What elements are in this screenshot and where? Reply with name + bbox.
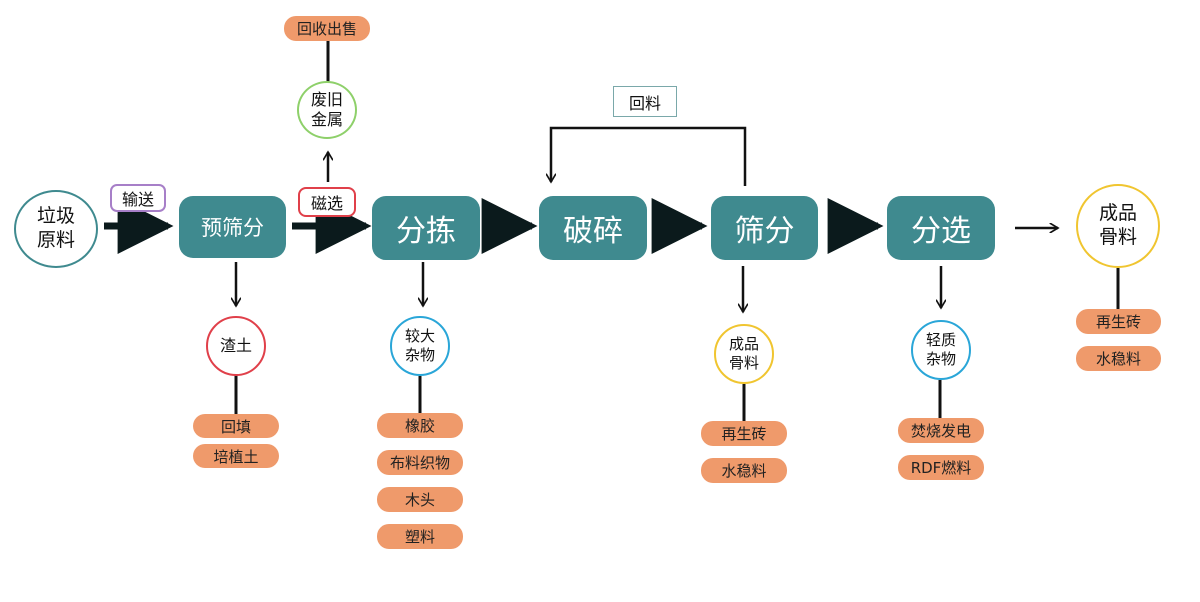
magnetic-tag: 磁选 <box>298 187 356 217</box>
large-debris-use-3: 木头 <box>377 487 463 512</box>
residue-use-2: 培植土 <box>193 444 279 468</box>
scrap-metal-node: 废旧 金属 <box>297 81 357 139</box>
aggregate-final-use-2: 水稳料 <box>1076 346 1161 371</box>
return-loop <box>551 126 747 186</box>
aggregate-mid-node: 成品 骨料 <box>714 324 774 384</box>
aggregate-mid-use-2: 水稳料 <box>701 458 787 483</box>
conveyor-tag: 输送 <box>110 184 166 212</box>
return-label: 回料 <box>613 86 677 117</box>
step-sorting: 分拣 <box>372 196 480 260</box>
step-screening: 筛分 <box>711 196 818 260</box>
step-separation: 分选 <box>887 196 995 260</box>
large-debris-use-4: 塑料 <box>377 524 463 549</box>
residue-node: 渣土 <box>206 316 266 376</box>
large-debris-use-1: 橡胶 <box>377 413 463 438</box>
light-debris-node: 轻质 杂物 <box>911 320 971 380</box>
aggregate-final-node: 成品 骨料 <box>1076 184 1160 268</box>
step-prescreen: 预筛分 <box>179 196 286 258</box>
light-debris-use-2: RDF燃料 <box>898 455 984 480</box>
scrap-metal-use: 回收出售 <box>284 16 370 41</box>
light-debris-use-1: 焚烧发电 <box>898 418 984 443</box>
aggregate-final-use-1: 再生砖 <box>1076 309 1161 334</box>
large-debris-node: 较大 杂物 <box>390 316 450 376</box>
input-raw-material: 垃圾 原料 <box>14 190 98 268</box>
step-crushing: 破碎 <box>539 196 647 260</box>
large-debris-use-2: 布料织物 <box>377 450 463 475</box>
residue-use-1: 回填 <box>193 414 279 438</box>
aggregate-mid-use-1: 再生砖 <box>701 421 787 446</box>
